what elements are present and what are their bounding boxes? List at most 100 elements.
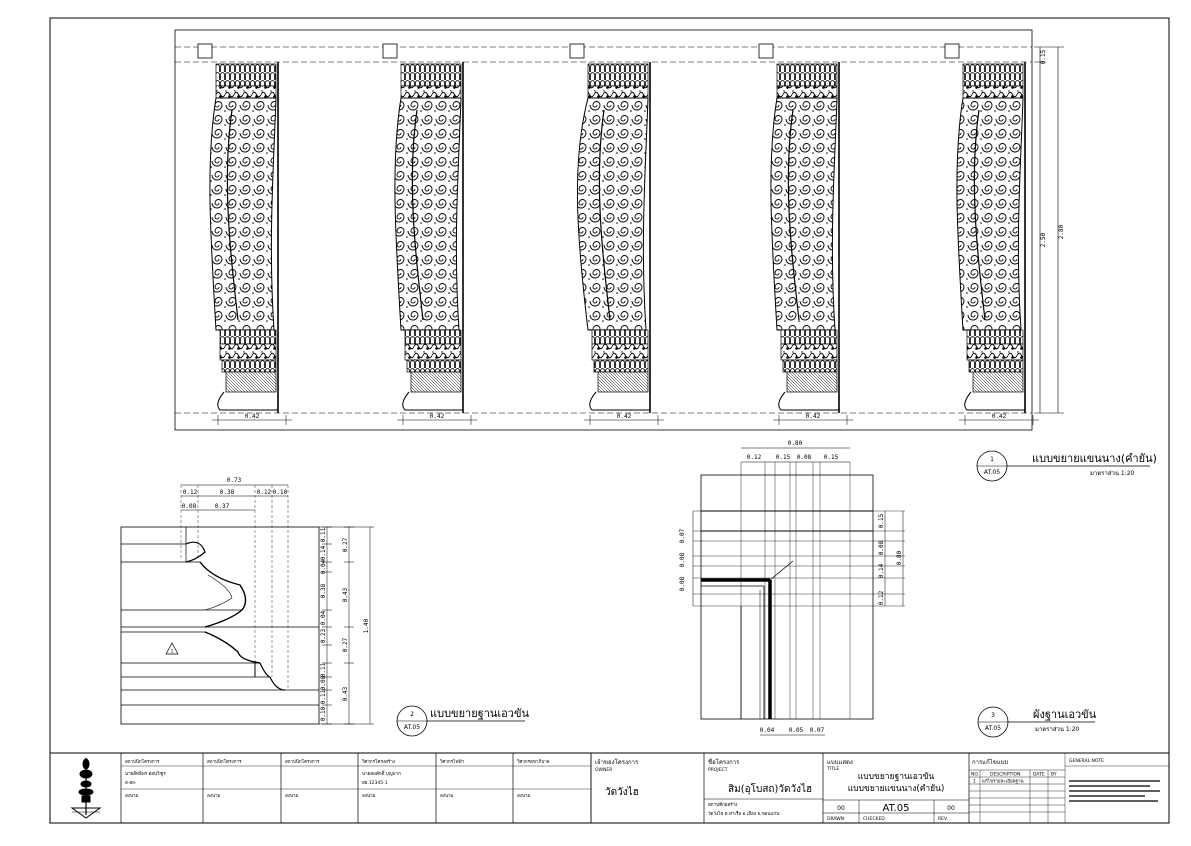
drawing-title-1: แบบขยายแขนนาง(คำยัน) [1032,452,1157,465]
title-cell-header: สถาปนิกโครงการ [125,758,160,765]
revision-row-no: 1 [973,779,976,785]
dim-width-e: 0.08 [182,503,197,510]
footer-label-checked: CHECKED [863,816,885,822]
section-dim-mid-1: 0.27 [342,537,349,552]
drawing-title-line-2: แบบขยายแขนนาง(คำยัน) [848,784,945,794]
title-cell-header: สถาปนิกโครงการ [285,758,320,765]
drawing-scale-1: มาตราส่วน 1:20 [1090,470,1135,477]
owner-subheader: OWNER [595,767,612,773]
bracket-width-label-3: 0.42 [617,413,632,420]
revision-col-no: NO. [971,772,979,778]
section-dim-inner-7: 0.11 [320,662,327,677]
plan-dim-w2: 0.15 [776,454,791,461]
height-dim-total: 2.80 [1058,224,1065,239]
revision-col-by: BY [1051,772,1057,778]
bracket-5 [944,43,1026,413]
drawing-title-header: แบบแสดง [827,759,853,766]
plan-dim-right-2: 0.08 [878,540,885,555]
section-dim-inner-8: 0.08 [320,675,327,690]
footer-label-rev: REV. [938,816,948,822]
section-dim-mid-3: 0.27 [342,637,349,652]
location-text: วัดวังไฮ ต.ท่าเรือ อ.เมือง จ.ขอนแก่น [708,810,779,817]
dim-width-c: 0.12 [257,489,272,496]
bracket-3 [569,43,651,413]
section-dim-mid-4: 0.43 [342,686,349,701]
elevation-frame [174,29,1033,431]
plan-dim-right-total: 0.80 [896,550,903,565]
plan-dim-bottom-2: 0.05 [789,727,804,734]
plan-dim-left-1: 0.07 [679,528,686,543]
title-cell-header: สถาปนิกโครงการ [207,758,242,765]
revision-row-desc: แก้ไขรายละเอียดฐาน [982,779,1024,785]
section-dim-inner-10: 0.10 [320,706,327,721]
plan-dim-right-4: 0.12 [878,590,885,605]
section-dim-inner-1: 0.11 [320,527,327,542]
base-plan-detail: 0.80 0.12 0.15 0.08 0.15 0.07 0.08 0.08 … [679,440,1097,738]
callout-number-2: 2 [410,711,414,718]
dim-width-d: 0.10 [273,489,288,496]
plan-frame [700,474,874,720]
revision-marker: 1 [171,649,174,655]
title-cell-header: วิศวกรไฟฟ้า [440,759,465,765]
drawing-title-3: ผังฐานเอวขัน [1033,708,1097,721]
callout-sheet-3: AT.05 [985,725,1001,732]
drawing-title-line-1: แบบขยายฐานเอวขัน [858,772,935,782]
dim-total-width: 0.73 [227,477,242,484]
bracket-width-label-2: 0.42 [430,413,445,420]
base-section-detail: 0.73 0.12 0.38 0.12 0.10 0.08 0.37 0.110… [120,477,529,737]
bracket-width-label-4: 0.42 [806,413,821,420]
bracket-2 [382,43,464,413]
project-subheader: PROJECT [708,767,728,773]
right-code: 00 [947,805,955,812]
bracket-width-label-1: 0.42 [245,413,260,420]
callout-sheet-2: AT.05 [404,724,420,731]
revision-col-desc: DESCRIPTION [990,772,1020,778]
section-dim-inner-3: 0.04 [320,559,327,574]
sheet-border [49,17,1170,824]
plan-dim-bottom-3: 0.07 [810,727,825,734]
plan-dim-bottom-1: 0.04 [760,727,775,734]
bracket-1 [197,43,279,413]
section-dim-inner-2: 0.14 [320,545,327,560]
title-cell-header: วิศวกรสุขาภิบาล [517,759,550,765]
title-cell-license: สย.12345-1 [362,780,388,786]
bracket-group [197,43,1026,413]
section-dim-inner-5: 0.04 [320,610,327,625]
section-dim-inner-4: 0.38 [320,583,327,598]
location-header: สถานที่ก่อสร้าง [708,801,737,808]
project-header: ชื่อโครงการ [708,758,740,766]
sheet-number: AT.05 [883,803,910,814]
bracket-width-label-5: 0.42 [992,413,1007,420]
bracket-width-dimensions: 0.42 0.42 0.42 0.42 0.42 [212,413,1039,425]
section-dim-inner-9: 0.11 [320,689,327,704]
title-cell-license: ส-สถ- [125,780,137,786]
owner-header: เจ้าของโครงการ [595,758,639,766]
plan-dim-right-1: 0.15 [878,513,885,528]
left-code: 00 [837,805,845,812]
dim-width-f: 0.37 [215,503,230,510]
section-dim-inner-6: 0.23 [320,628,327,643]
title-cell-sign: ลงนาม [362,794,376,799]
title-cell-sign: ลงนาม [440,794,454,799]
dim-width-b: 0.38 [220,489,235,496]
plan-dim-w4: 0.15 [824,454,839,461]
title-cell-sign: ลงนาม [517,794,531,799]
title-cell-sign: ลงนาม [207,794,221,799]
dim-total-height: 1.40 [363,618,370,633]
title-cell-sign: ลงนาม [125,794,139,799]
title-cell-sign: ลงนาม [285,794,299,799]
height-dim-body: 2.50 [1040,232,1047,247]
title-cell-header: วิศวกรโครงสร้าง [362,758,395,765]
height-dim-top: 0.15 [1040,49,1047,64]
dim-width-a: 0.12 [183,489,198,496]
notes-header: GENERAL NOTE [1069,758,1104,764]
